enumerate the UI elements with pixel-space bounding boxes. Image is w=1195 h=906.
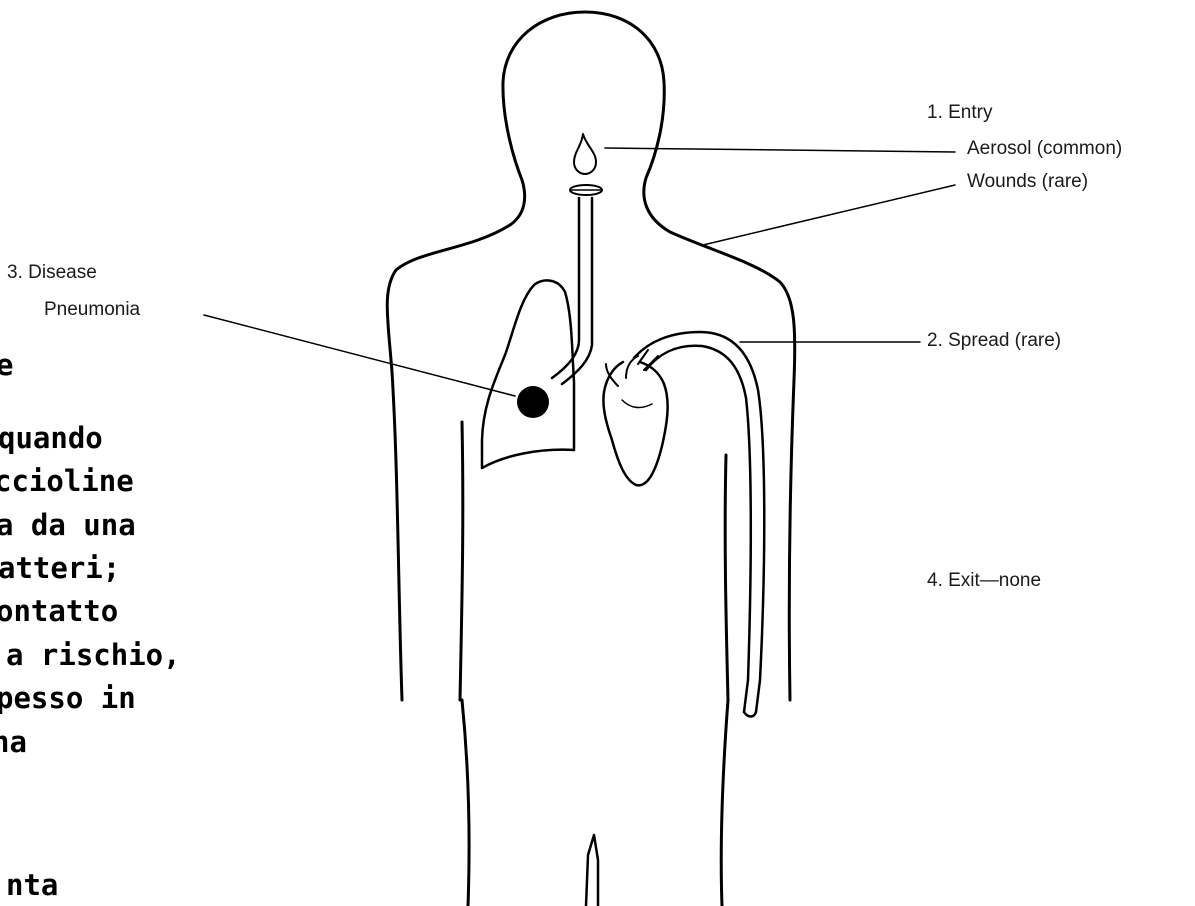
pneumonia-spot-icon: [517, 386, 549, 418]
text-line: a da una: [0, 510, 136, 540]
right-waist: [721, 700, 728, 906]
text-line: e: [0, 350, 13, 380]
text-line: pesso in: [0, 683, 136, 713]
groin-line: [586, 835, 598, 906]
text-line: a rischio,: [6, 640, 181, 670]
entry-title-label: 1. Entry: [927, 101, 992, 125]
text-line: atteri;: [0, 553, 120, 583]
text-line: nta: [6, 870, 58, 900]
left-waist: [462, 700, 469, 906]
entry-aerosol-label: Aerosol (common): [967, 137, 1122, 161]
text-line: ontatto: [0, 596, 118, 626]
right-inner-arm: [725, 455, 728, 700]
trachea: [552, 198, 579, 378]
spread-label: 2. Spread (rare): [927, 329, 1061, 353]
human-silhouette: [387, 12, 795, 700]
exit-label: 4. Exit—none: [927, 569, 1041, 593]
cropped-body-text: e quando ccioline a da una atteri; ontat…: [0, 0, 260, 906]
droplet-icon: [574, 134, 596, 174]
entry-wounds-label: Wounds (rare): [967, 170, 1088, 194]
left-inner-arm: [460, 422, 463, 700]
text-line: na: [0, 727, 27, 757]
lung: [482, 280, 574, 468]
text-line: quando: [0, 423, 103, 453]
leader-wounds: [703, 185, 955, 245]
text-line: ccioline: [0, 466, 134, 496]
